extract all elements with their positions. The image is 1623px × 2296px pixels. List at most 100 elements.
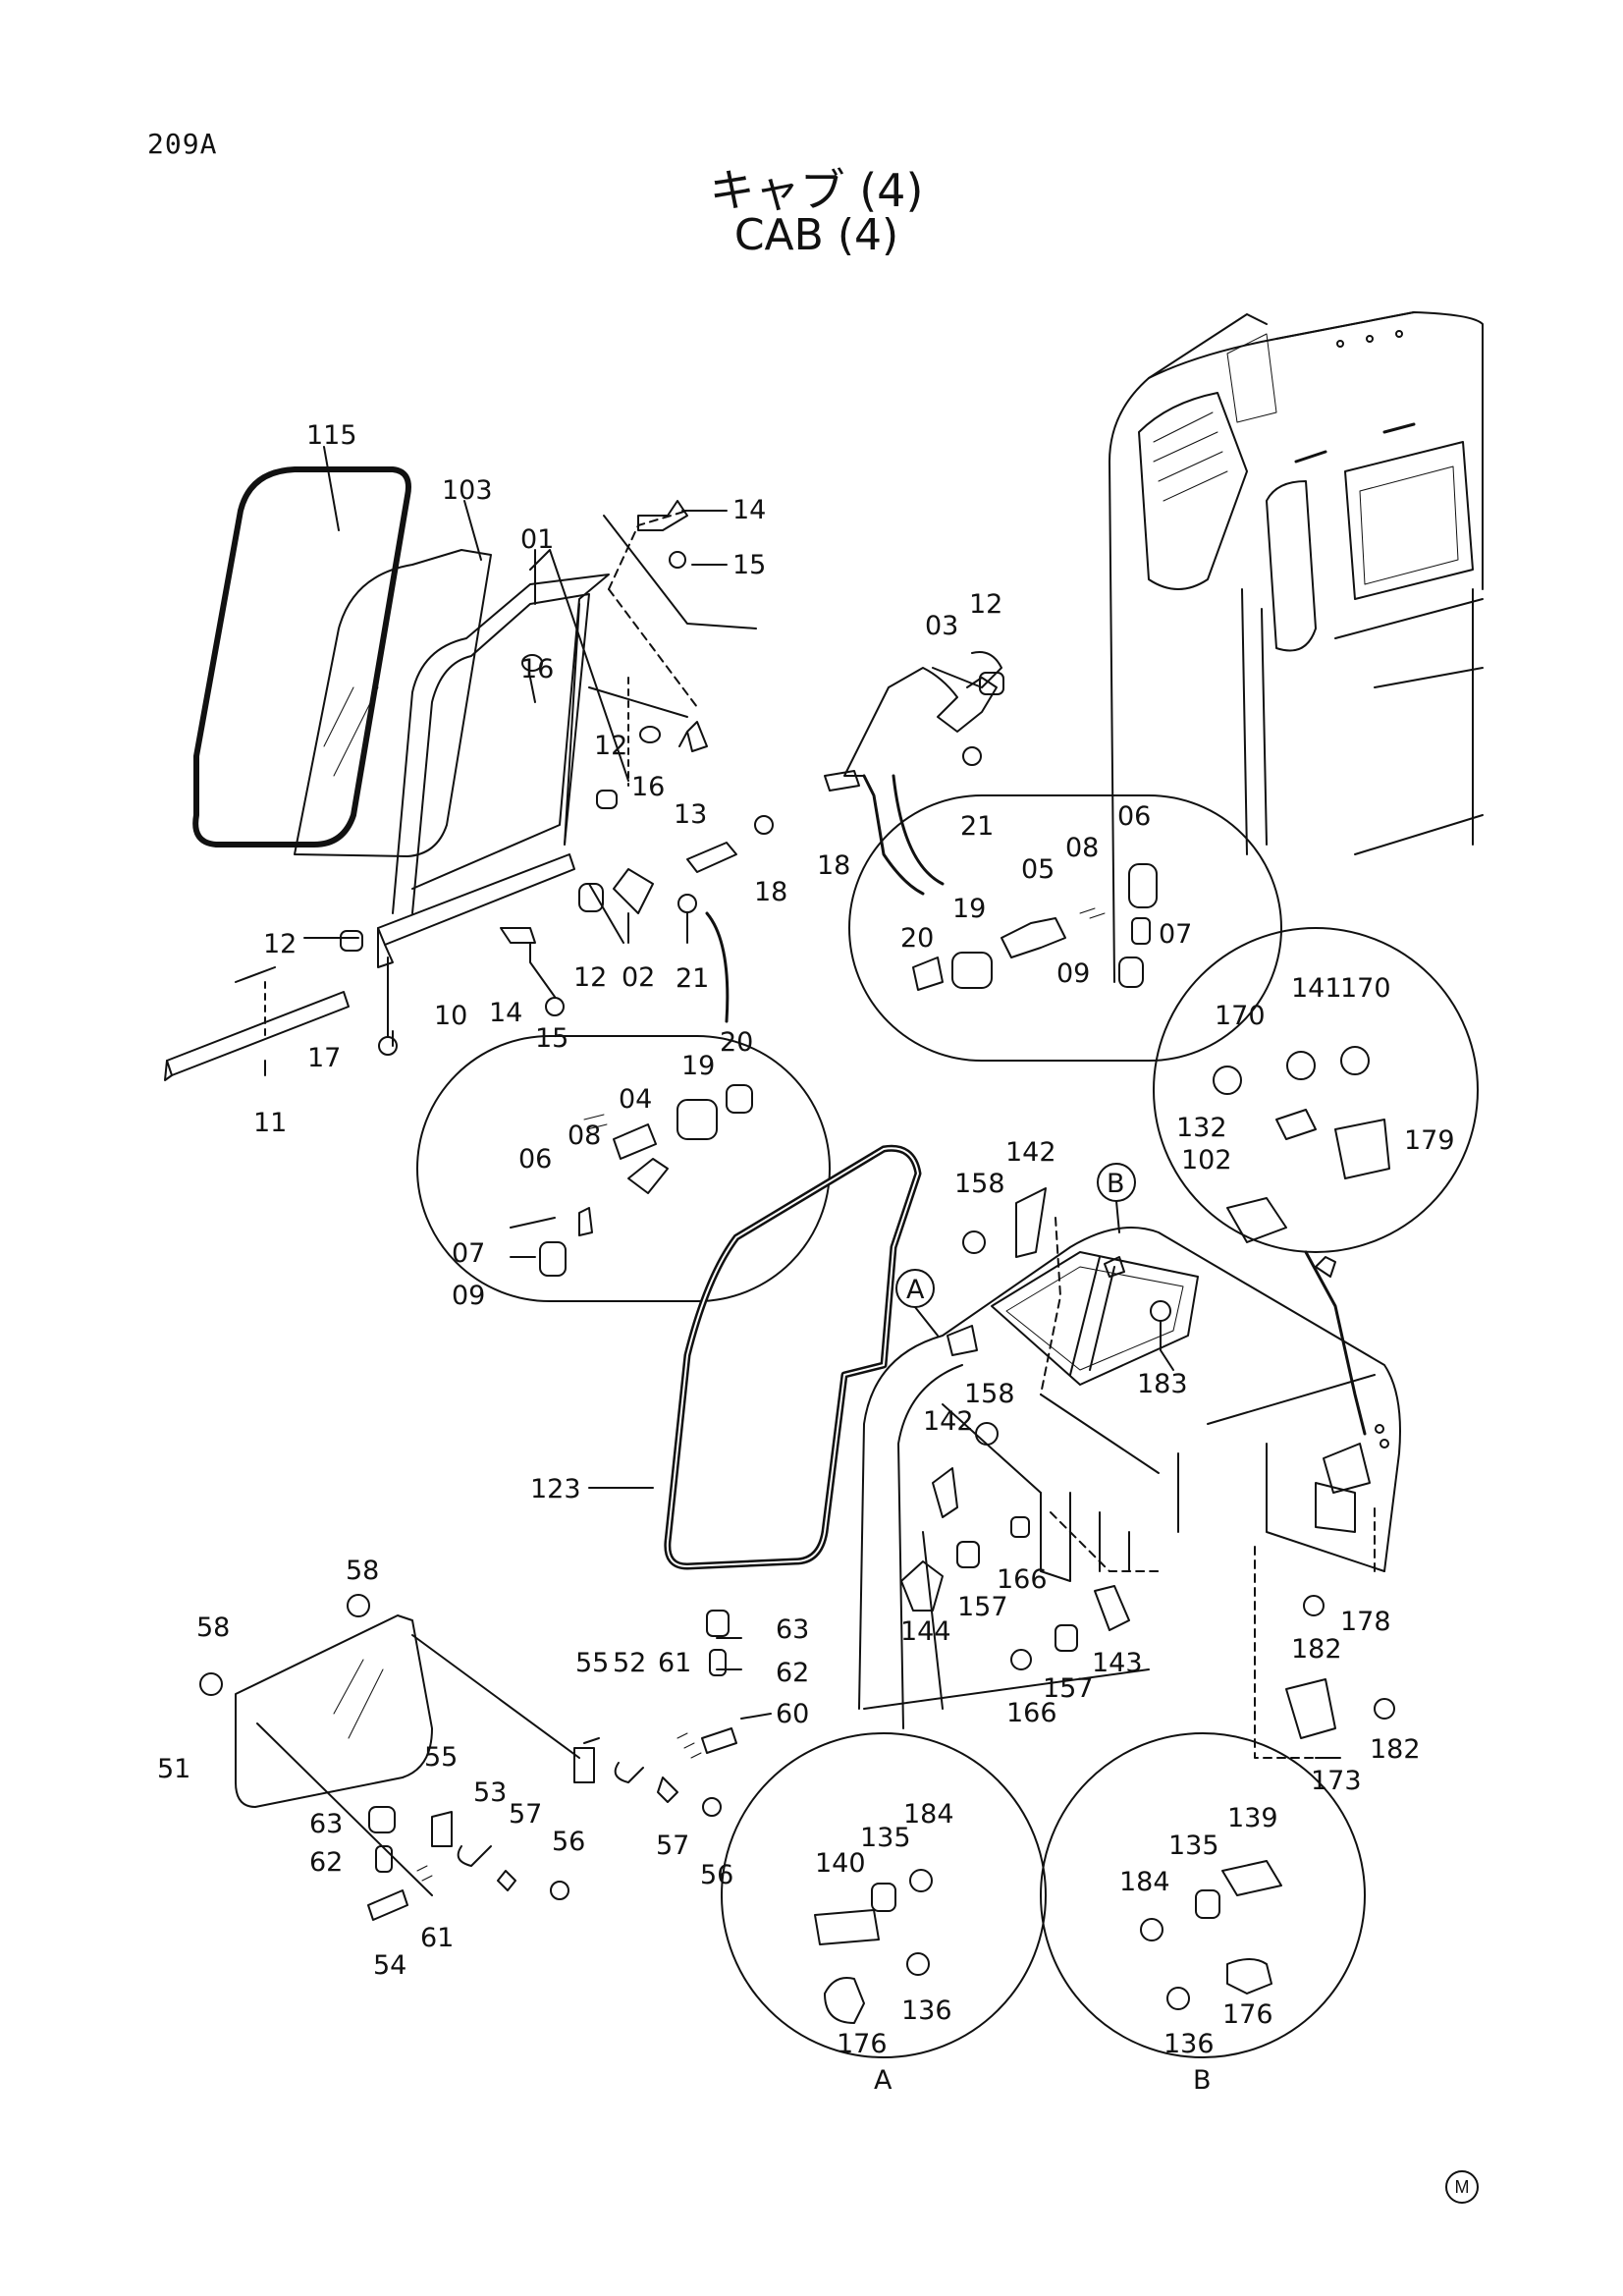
part-label: 16 [520,654,554,684]
door-frame-assembly-drawing [164,446,774,1081]
part-label: 09 [452,1281,485,1311]
part-label: 178 [1340,1607,1391,1637]
part-label: 166 [997,1564,1048,1595]
part-label: 136 [1163,2029,1215,2059]
part-label: 173 [1311,1766,1362,1796]
cab-shell-drawing [858,1217,1401,1759]
part-label: 06 [518,1144,552,1175]
part-label: 57 [509,1799,542,1830]
part-label: 07 [1159,919,1192,950]
part-label: 05 [1021,854,1055,885]
detail-label-a: A [874,2065,893,2096]
part-label: 62 [309,1847,343,1878]
part-label: 103 [442,475,493,506]
part-labels: 115 103 01 14 15 16 16 12 13 03 12 21 18… [157,420,1455,2096]
part-label: 12 [594,731,627,761]
part-label: 115 [306,420,357,451]
part-label: 56 [552,1827,585,1857]
part-label: 10 [434,1001,467,1031]
title-english: CAB (4) [733,210,899,260]
detail-label-b: B [1193,2065,1212,2096]
part-label: 63 [309,1809,343,1839]
part-label: 03 [925,611,958,641]
part-label: 16 [631,772,665,802]
part-label: 09 [1056,958,1090,989]
part-label: 170 [1340,973,1391,1004]
title-japanese: キャブ (4) [709,164,924,217]
part-label: 21 [676,963,709,994]
part-label: 18 [754,877,787,907]
part-label: 158 [964,1379,1015,1409]
cab-overview-drawing [1109,311,1484,983]
part-label: 61 [658,1648,691,1678]
callout-label-a: A [906,1275,925,1305]
part-label: 184 [903,1799,954,1830]
part-label: 08 [1065,833,1099,863]
part-label: 132 [1176,1113,1227,1143]
part-label: 176 [1222,1999,1273,2030]
part-label: 179 [1404,1125,1455,1156]
part-label: 102 [1181,1145,1232,1175]
part-label: 17 [307,1043,341,1073]
window-51-assembly-drawing [199,1594,772,1921]
part-label: 139 [1227,1803,1278,1833]
part-label: 08 [568,1121,601,1151]
detail-circle-b-lower [1040,1732,1366,2058]
part-label: 12 [263,929,297,959]
part-label: 58 [196,1613,230,1643]
part-label: 135 [1168,1831,1219,1861]
part-label: 53 [473,1777,507,1808]
part-label: 143 [1092,1648,1143,1678]
part-label: 55 [424,1742,458,1773]
part-label: 04 [619,1084,652,1115]
part-label: 58 [346,1556,379,1586]
part-label: 123 [530,1474,581,1504]
part-label: 52 [613,1648,646,1678]
page-code: 209A [147,128,218,160]
part-label: 12 [573,962,607,993]
part-label: 157 [1043,1673,1094,1704]
part-label: 18 [817,850,850,881]
part-label: 19 [681,1051,715,1081]
part-label: 01 [520,524,554,555]
part-label: 140 [815,1848,866,1879]
part-label: 15 [535,1023,568,1054]
part-label: 56 [700,1860,733,1890]
part-label: 184 [1119,1867,1170,1897]
part-label: 170 [1215,1001,1266,1031]
part-label: 13 [674,799,707,830]
part-label: 55 [575,1648,609,1678]
cab-fittings-drawing [900,1187,1395,1739]
part-label: 136 [901,1995,952,2026]
part-label: 144 [900,1616,951,1647]
part-label: 157 [957,1592,1008,1622]
part-label: 183 [1137,1369,1188,1399]
part-label: 51 [157,1754,190,1784]
part-label: 54 [373,1950,406,1981]
part-label: 182 [1291,1634,1342,1665]
part-label: 63 [776,1614,809,1645]
part-label: 21 [960,811,994,842]
hinge-detail-pill-upper [824,651,1282,1062]
door-seal-drawing [588,1144,922,1570]
part-label: 15 [732,550,766,580]
part-label: 166 [1006,1698,1057,1728]
part-label: 182 [1370,1734,1421,1765]
callout-label-b: B [1107,1169,1125,1199]
part-label: 12 [969,589,1002,620]
part-label: 141 [1291,973,1342,1004]
part-label: 06 [1117,801,1151,832]
part-label: 158 [954,1169,1005,1199]
part-label: 07 [452,1238,485,1269]
part-label: 20 [900,923,934,954]
detail-circle-b-upper [1153,927,1479,1436]
part-label: 60 [776,1699,809,1729]
hinge-detail-pill-lower [416,911,831,1302]
part-label: 62 [776,1658,809,1688]
part-label: 14 [732,495,766,525]
part-label: 57 [656,1831,689,1861]
part-label: 02 [622,962,655,993]
part-label: 61 [420,1923,454,1953]
part-label: 11 [253,1108,287,1138]
